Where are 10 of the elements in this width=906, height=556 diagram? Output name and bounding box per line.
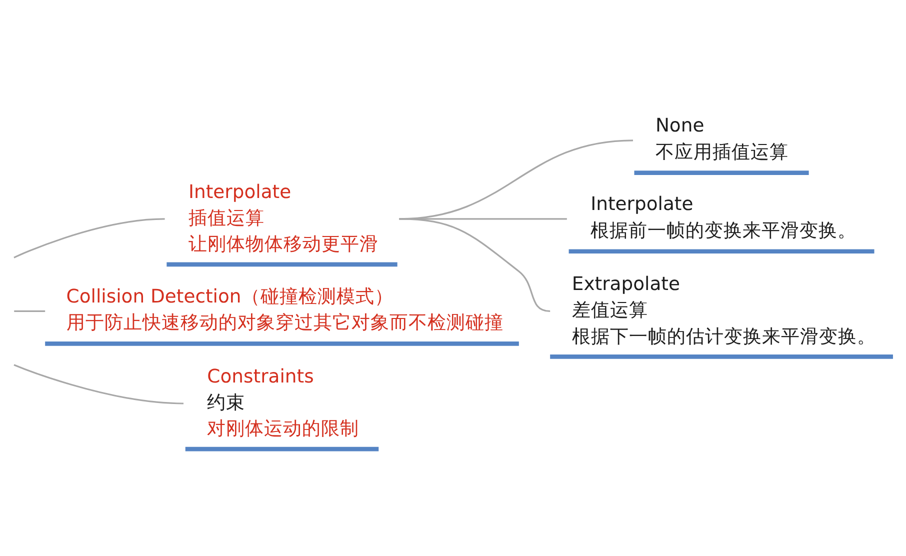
connector (399, 218, 550, 312)
node-text: None 不应用插值运算 (655, 115, 788, 162)
node-text: Constraints 约束 对刚体运动的限制 (207, 366, 360, 440)
node-text: Interpolate 插值运算 让刚体物体移动更平滑 (188, 181, 378, 255)
connector (14, 364, 184, 404)
connector (14, 218, 165, 258)
node-text: Extrapolate 差值运算 根据下一帧的估计变换来平滑变换。 (572, 274, 876, 347)
node-text: Collision Detection（碰撞检测模式） 用于防止快速移动的对象穿过其它对象而不检测碰撞 (66, 286, 504, 334)
connector (14, 310, 46, 312)
node-text: Interpolate 根据前一帧的变换来平滑变换。 (590, 194, 857, 241)
